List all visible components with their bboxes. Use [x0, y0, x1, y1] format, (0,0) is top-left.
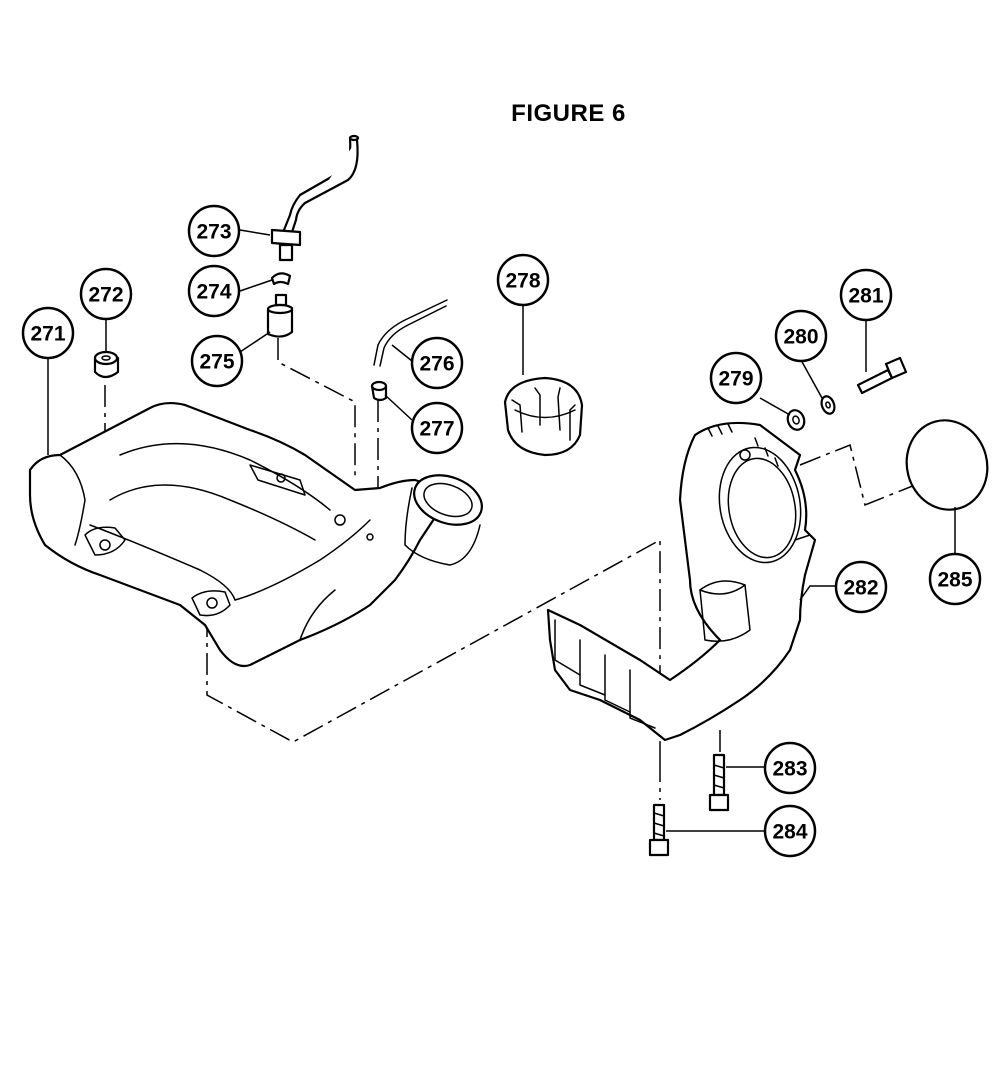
- callout-label: 271: [30, 323, 65, 346]
- fuel-tank-part: [28, 401, 483, 668]
- callout-circle: [79, 267, 133, 321]
- callout-279: 279: [709, 351, 763, 405]
- bolt-284-part: [648, 803, 670, 857]
- bolt-281-part: [856, 356, 908, 395]
- callout-273: 273: [187, 204, 241, 258]
- callout-274: 274: [187, 264, 241, 318]
- callout-circle: [709, 351, 763, 405]
- callout-283: 283: [763, 741, 817, 795]
- callout-circle: [928, 552, 982, 606]
- callout-label: 274: [196, 281, 231, 304]
- gasket-plate-part: [905, 419, 989, 511]
- callout-282: 282: [834, 560, 888, 614]
- callout-circle: [763, 741, 817, 795]
- vent-grommet-part: [370, 380, 388, 402]
- washer-280-part: [820, 395, 836, 415]
- callout-label: 280: [783, 326, 818, 349]
- callout-label: 272: [88, 284, 123, 307]
- callout-group: 271 272 273 274 275 276 277 278 279 280 281 282 283 2…: [21, 204, 982, 858]
- callout-circle: [774, 309, 828, 363]
- callout-285: 285: [928, 552, 982, 606]
- callout-label: 273: [196, 221, 231, 244]
- callout-label: 276: [419, 353, 454, 376]
- callout-circle: [410, 401, 464, 455]
- grommet-part: [93, 350, 120, 379]
- callout-275: 275: [190, 334, 244, 388]
- fuel-cap-part: [503, 376, 584, 457]
- figure-title: FIGURE 6: [511, 100, 626, 127]
- callout-280: 280: [774, 309, 828, 363]
- bolt-283-part: [708, 753, 730, 812]
- callout-circle: [21, 306, 75, 360]
- leader-lines: [47, 229, 956, 832]
- callout-circle: [834, 560, 888, 614]
- callout-circle: [496, 253, 550, 307]
- cover-guard-part: [546, 421, 817, 742]
- callout-label: 278: [505, 270, 540, 293]
- callout-label: 277: [419, 418, 454, 441]
- callout-circle: [763, 804, 817, 858]
- callout-label: 283: [772, 758, 807, 781]
- callout-circle: [410, 336, 464, 390]
- callout-278: 278: [496, 253, 550, 307]
- fuel-hose-part: [270, 134, 360, 262]
- callout-circle: [839, 268, 893, 322]
- callout-circle: [187, 204, 241, 258]
- washer-279-part: [786, 409, 806, 431]
- callout-label: 279: [718, 368, 753, 391]
- callout-277: 277: [410, 401, 464, 455]
- fuel-filter-part: [266, 293, 294, 338]
- clip-part: [270, 272, 292, 286]
- callout-271: 271: [21, 306, 75, 360]
- callout-circle: [187, 264, 241, 318]
- callout-label: 284: [772, 821, 807, 844]
- callout-label: 275: [199, 351, 234, 374]
- callout-circle: [190, 334, 244, 388]
- callout-label: 282: [843, 577, 878, 600]
- callout-281: 281: [839, 268, 893, 322]
- vent-hose-part: [373, 299, 448, 367]
- callout-284: 284: [763, 804, 817, 858]
- callout-label: 281: [848, 285, 883, 308]
- callout-label: 285: [937, 569, 972, 592]
- callout-272: 272: [79, 267, 133, 321]
- callout-276: 276: [410, 336, 464, 390]
